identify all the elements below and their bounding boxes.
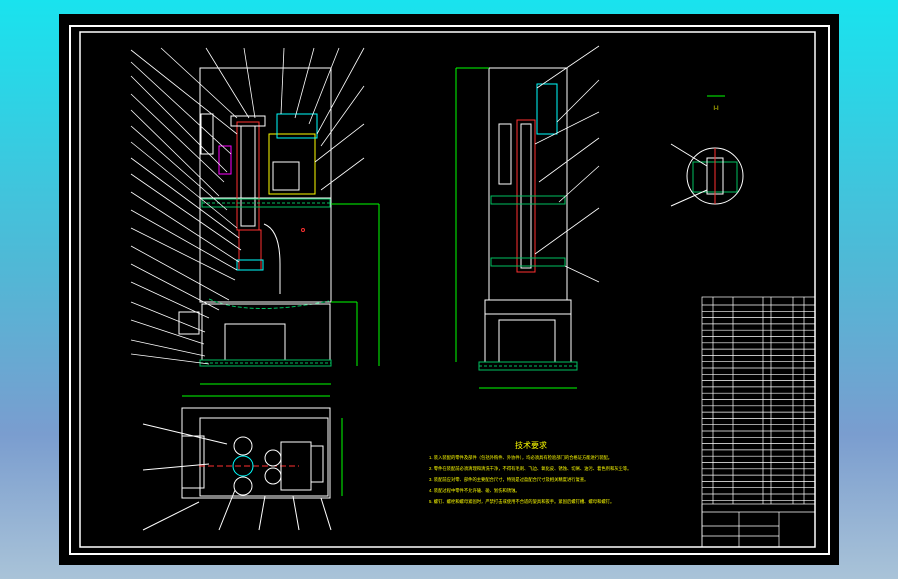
assembly-drawing: 技术要求 1. 装入装配的零件及部件（包括外购件、外协件），均必须具有检验部门的…	[69, 25, 830, 555]
side-view-leaders	[534, 45, 600, 283]
cad-viewport[interactable]: 技术要求 1. 装入装配的零件及部件（包括外购件、外协件），均必须具有检验部门的…	[59, 14, 839, 565]
technical-requirements: 技术要求 1. 装入装配的零件及部件（包括外购件、外协件），均必须具有检验部门的…	[429, 440, 631, 505]
side-view	[455, 67, 578, 389]
tech-requirement-line: 3. 装配前应对零、部件的主要配合尺寸，特别是过盈配合尺寸及相关精度进行复查。	[429, 476, 588, 483]
front-view	[178, 67, 380, 385]
tech-requirement-line: 5. 螺钉、螺栓和螺母紧固时，严禁打击或使用不合适的旋具和扳手。紧固后螺钉槽、螺…	[429, 498, 614, 505]
section-label: I-I	[713, 106, 719, 112]
tech-requirements-title: 技术要求	[515, 440, 547, 450]
inner-border	[79, 31, 816, 548]
outer-border	[69, 25, 830, 555]
detail-view	[670, 95, 744, 207]
tech-requirement-line: 2. 零件在装配前必须清理和清洗干净，不得有毛刺、飞边、氧化皮、锈蚀、切屑、油污…	[429, 465, 631, 472]
parts-list-table	[701, 296, 816, 548]
tech-requirement-line: 1. 装入装配的零件及部件（包括外购件、外协件），均必须具有检验部门的合格证方能…	[429, 454, 612, 461]
tech-requirement-line: 4. 装配过程中零件不允许磕、碰、划伤和锈蚀。	[429, 487, 520, 494]
top-view	[142, 395, 343, 531]
front-view-leaders	[130, 47, 365, 365]
